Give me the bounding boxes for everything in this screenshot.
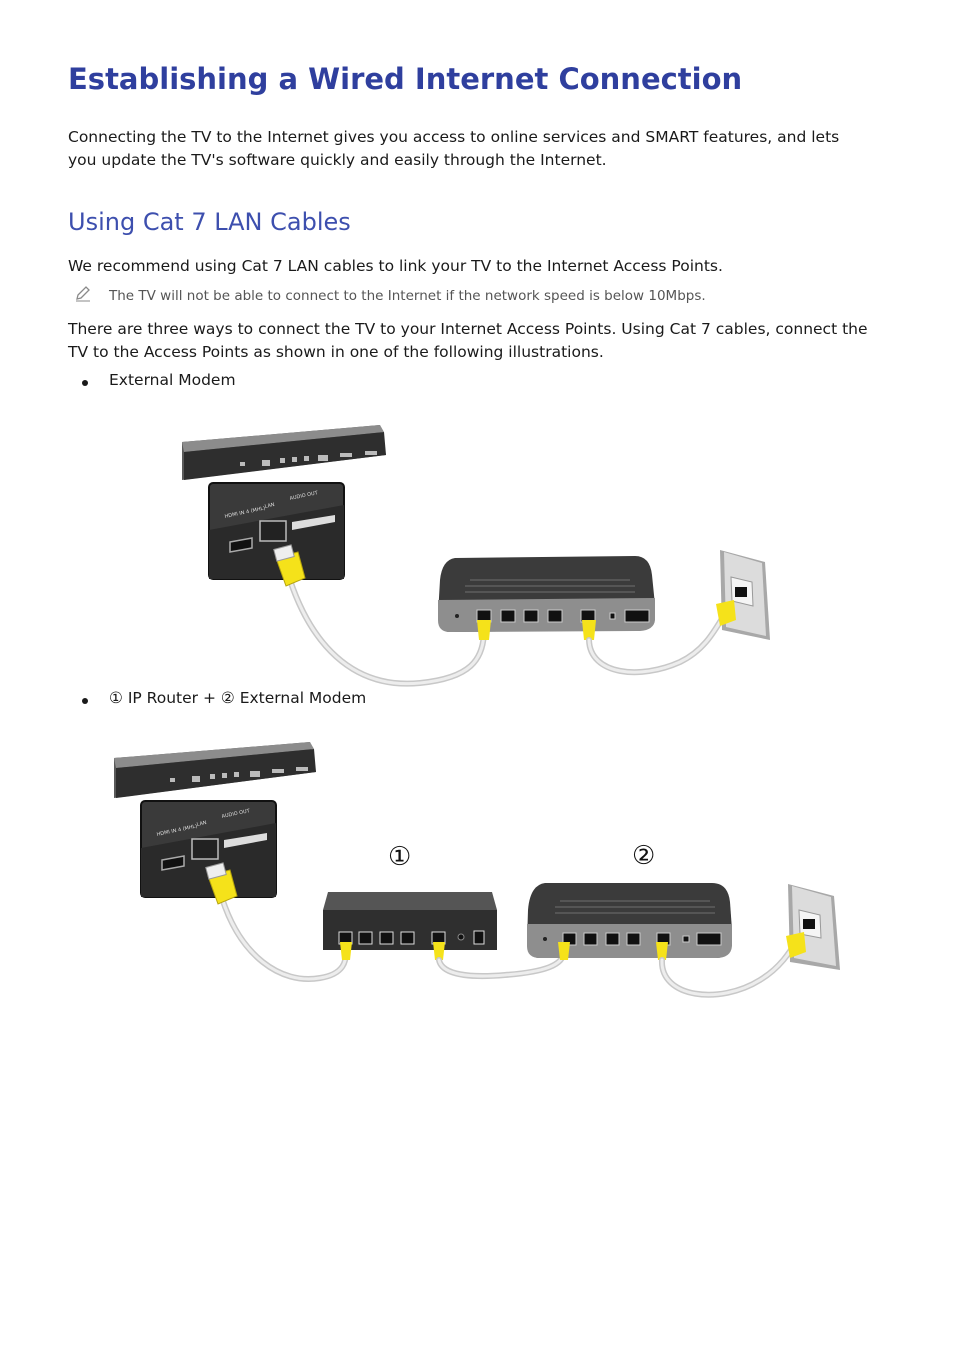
tv-connection-box [114, 742, 316, 798]
tv-port-zoom: HDMI IN 4 (MHL) LAN AUDIO OUT [208, 482, 345, 580]
pen-note-icon [76, 286, 90, 302]
svg-text:LAN: LAN [196, 820, 207, 828]
ip-router [323, 892, 497, 950]
illustration-svg: HDMI IN 4 (MHL) LAN AUDIO OUT [182, 425, 770, 687]
wall-jack [716, 550, 770, 640]
illustration-external-modem: HDMI IN 4 (MHL) LAN AUDIO OUT [0, 400, 954, 700]
illustration-svg: HDMI IN 4 (MHL) LAN AUDIO OUT [114, 742, 840, 998]
tv-connection-box [182, 425, 386, 480]
lan-plug [205, 862, 238, 905]
external-modem [527, 883, 732, 958]
bullet-dot [82, 380, 88, 386]
illustration-router-modem: HDMI IN 4 (MHL) LAN AUDIO OUT [0, 720, 954, 1020]
recommend-paragraph: We recommend using Cat 7 LAN cables to l… [68, 257, 723, 275]
page-title: Establishing a Wired Internet Connection [68, 62, 743, 96]
lan-plug [273, 544, 306, 587]
svg-text:LAN: LAN [264, 502, 275, 510]
section-heading: Using Cat 7 LAN Cables [68, 208, 351, 236]
modem-marker: ② [632, 841, 656, 871]
note-text: The TV will not be able to connect to th… [109, 288, 706, 304]
wall-jack [786, 884, 840, 970]
external-modem [438, 556, 655, 632]
tv-port-zoom: HDMI IN 4 (MHL) LAN AUDIO OUT [140, 800, 277, 898]
intro-paragraph: Connecting the TV to the Internet gives … [68, 128, 840, 169]
ways-paragraph: There are three ways to connect the TV t… [68, 320, 868, 361]
bullet-text: External Modem [109, 371, 236, 389]
router-marker: ① [388, 842, 412, 872]
bullet-text: ① IP Router + ② External Modem [109, 689, 367, 707]
bullet-dot [82, 698, 88, 704]
